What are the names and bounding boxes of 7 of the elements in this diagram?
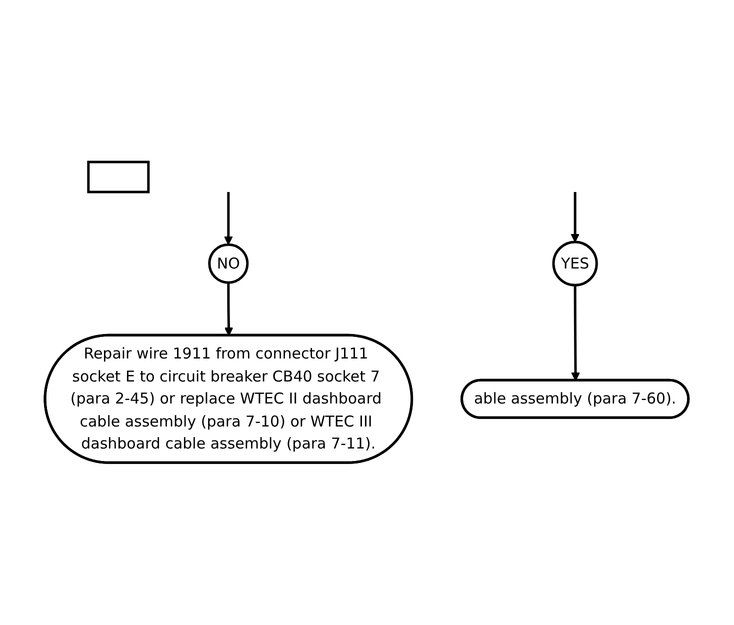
node-box xyxy=(87,160,150,194)
arrow xyxy=(224,192,234,246)
node-circle: NO xyxy=(208,244,249,284)
arrow xyxy=(224,282,234,336)
arrow xyxy=(570,192,580,243)
node-circle: YES xyxy=(552,240,598,287)
arrow xyxy=(571,285,580,382)
